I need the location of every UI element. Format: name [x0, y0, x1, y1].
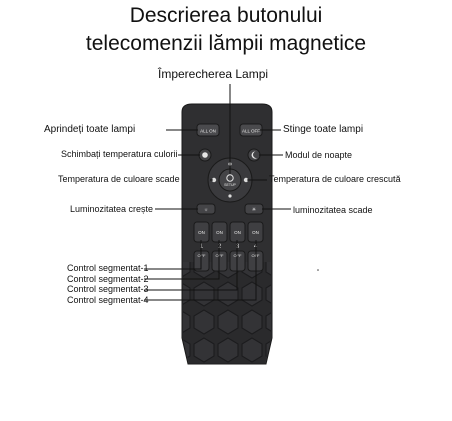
setup-pair-button[interactable]: SETUP — [224, 174, 236, 187]
all-on-button-label: ALL ON — [200, 129, 216, 134]
sun-dim-icon: ☀ — [252, 207, 257, 213]
callout-segment-1: Control segmentat-1 — [67, 263, 149, 273]
brightness-up-button[interactable]: ☼ — [196, 203, 216, 215]
segment-1-on-label: ON — [198, 230, 205, 235]
stray-dot — [317, 269, 319, 271]
callout-color-temp-up: Temperatura de culoare crescută — [269, 174, 401, 184]
segment-2-leader — [144, 240, 220, 280]
setup-button-label: SETUP — [224, 183, 236, 187]
callout-night-mode: Modul de noapte — [285, 150, 353, 160]
all-on-button[interactable]: ALL ON — [196, 123, 220, 137]
segment-1-leader — [144, 240, 202, 270]
all-off-button[interactable]: ALL OFF — [239, 123, 263, 137]
segment-2-off-label: OFF — [216, 253, 225, 258]
callout-brightness-up: Luminozitatea crește — [70, 204, 154, 214]
pair-icon — [226, 174, 234, 182]
callout-pairing: Împerecherea Lampi — [158, 67, 269, 81]
all-off-button-label: ALL OFF — [242, 129, 260, 134]
brightness-down-button[interactable]: ☀ — [244, 203, 264, 215]
cool-light-button[interactable] — [243, 177, 249, 183]
segment-1-number: 1 — [200, 244, 204, 250]
color-temperature-button[interactable] — [198, 148, 212, 162]
warm-light-button[interactable] — [211, 177, 217, 183]
segment-3-number: 3 — [236, 244, 240, 250]
segment-1-off-label: OFF — [198, 253, 207, 258]
callout-segment-4: Control segmentat-4 — [67, 295, 149, 305]
segment-4-leader — [144, 240, 257, 301]
callout-segment-3: Control segmentat-3 — [67, 284, 149, 294]
segment-2-on-button[interactable]: ON — [211, 221, 228, 243]
callout-all-off: Stinge toate lampi — [283, 124, 364, 135]
callout-segment-2: Control segmentat-2 — [67, 274, 149, 284]
callout-all-on: Aprindeți toate lampi — [44, 124, 136, 135]
segment-3-on-button[interactable]: ON — [229, 221, 246, 243]
diagram-title-line-1: Descrierea butonului — [129, 4, 323, 27]
segment-3-on-label: ON — [234, 230, 241, 235]
color-temperature-icon — [202, 152, 208, 158]
callout-color-temp-down: Temperatura de culoare scade — [58, 174, 180, 184]
ring-bottom-dot-icon — [228, 194, 232, 198]
callout-color-temperature: Schimbați temperatura culorii — [61, 149, 178, 159]
moon-icon — [251, 151, 258, 159]
callout-brightness-down: luminozitatea scade — [293, 205, 373, 215]
segment-2-on-label: ON — [216, 230, 223, 235]
remote-hex-grip — [183, 262, 271, 363]
segment-3-off-label: OFF — [234, 253, 243, 258]
segment-2-number: 2 — [218, 244, 222, 250]
leader-lines — [144, 84, 291, 301]
segment-4-on-label: ON — [252, 230, 259, 235]
segment-1-on-button[interactable]: ON — [193, 221, 210, 243]
night-mode-button[interactable] — [247, 148, 261, 162]
diagram-title-line-2: telecomenzii lămpii magnetice — [85, 32, 367, 55]
segment-3-leader — [144, 240, 238, 291]
segment-4-on-button[interactable]: ON — [247, 221, 264, 243]
sun-icon: ☼ — [204, 207, 209, 213]
